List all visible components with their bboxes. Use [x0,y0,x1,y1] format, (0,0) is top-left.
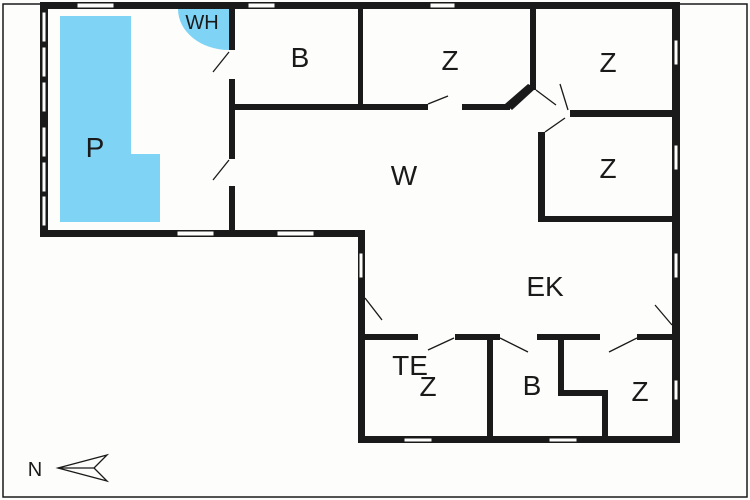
compass: N [28,453,110,483]
walls [40,2,680,443]
room-label-room-top-2: Z [599,47,616,78]
room-label-pool: P [86,132,105,163]
compass-north-label: N [28,459,42,481]
room-label-bath-bottom: B [523,370,542,401]
room-label-room-right: Z [599,153,616,184]
door-swings [212,51,673,353]
room-label-water-heater: WH [185,12,218,34]
water-heater-shape [178,9,229,50]
room-label-room-bottom-2: Z [631,376,648,407]
room-label-te: TE [392,350,428,381]
room-label-dining-kitchen: EK [526,271,564,302]
room-label-room-top-1: Z [441,45,458,76]
room-label-bath-top: B [291,42,310,73]
room-label-living: W [391,160,418,191]
pool-shape [60,16,160,222]
room-label-room-bottom-1: Z [419,371,436,402]
windows [41,2,679,443]
